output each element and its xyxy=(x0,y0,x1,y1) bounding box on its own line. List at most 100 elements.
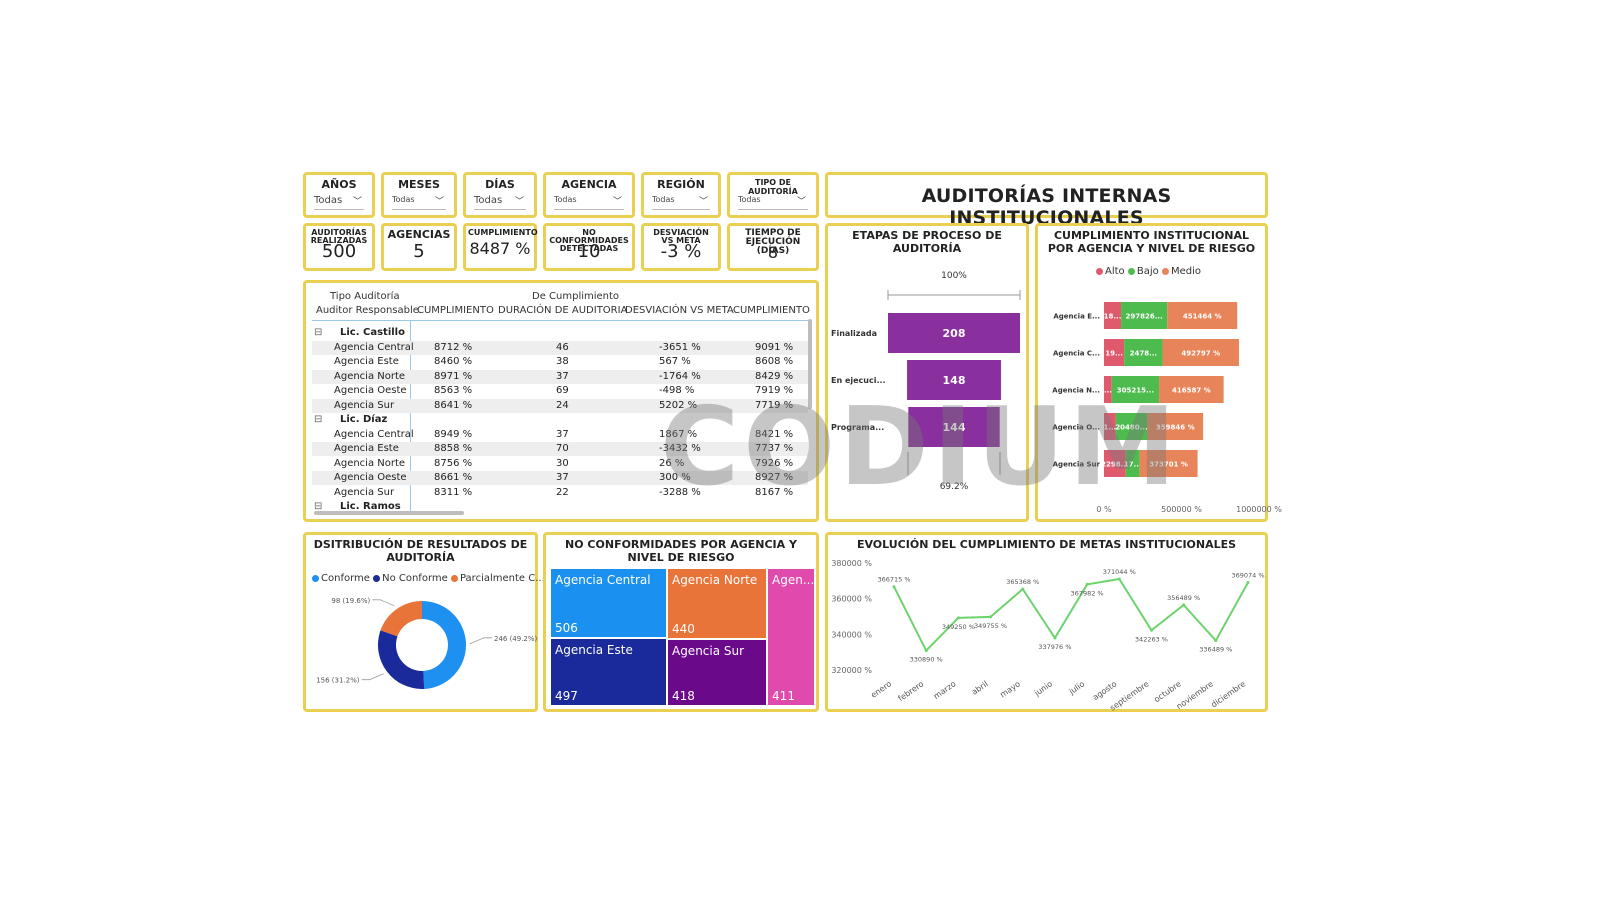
slicer-meses[interactable]: MESES Todas﹀ xyxy=(381,172,457,218)
legend-dot xyxy=(1127,267,1135,275)
column-header[interactable]: CUMPLIMIENTO xyxy=(733,305,810,316)
legend-item-medio[interactable]: Medio xyxy=(1161,266,1201,277)
line-point xyxy=(1246,580,1250,584)
line-point xyxy=(924,649,928,653)
cell-cumplimiento-2: 7719 % xyxy=(755,399,794,411)
cell-desviacion: -1764 % xyxy=(659,370,701,382)
table-group-row[interactable]: ⊟Lic. Castillo xyxy=(312,326,808,340)
x-tick-label: febrero xyxy=(897,679,926,703)
treemap-tile-label: Agencia Sur xyxy=(671,643,745,658)
column-header[interactable]: DURACIÓN DE AUDITORIA xyxy=(498,305,628,316)
cell-agency: Agencia Oeste xyxy=(334,385,407,396)
slicer-region[interactable]: REGIÓN Todas﹀ xyxy=(641,172,721,218)
cell-desviacion: 300 % xyxy=(659,472,691,483)
x-tick-label: agosto xyxy=(1091,679,1118,702)
cell-cumplimiento: 8311 % xyxy=(434,486,473,498)
treemap-tile-value: 411 xyxy=(772,689,795,703)
y-tick-label: 380000 % xyxy=(831,559,872,568)
column-header[interactable]: DESVIACIÓN VS META xyxy=(625,305,734,316)
donut-chart: 246 (49.2%)156 (31.2%)98 (19.6%) xyxy=(316,597,538,689)
legend-item-parcial[interactable]: Parcialmente C... xyxy=(450,573,545,584)
slicer-title: MESES xyxy=(398,178,440,191)
legend-item-no-conforme[interactable]: No Conforme xyxy=(373,573,448,584)
slicer-title: TIPO DE AUDITORÍA xyxy=(748,178,798,196)
horizontal-scrollbar[interactable] xyxy=(314,511,464,515)
bar-data-label: 1... xyxy=(1103,424,1116,432)
x-tick-label: marzo xyxy=(932,679,958,701)
funnel-bar xyxy=(907,360,1001,400)
treemap-tile[interactable]: Agen...411 xyxy=(768,569,814,705)
line-data-label: 349755 % xyxy=(974,622,1007,630)
cell-desviacion: 5202 % xyxy=(659,399,698,411)
cell-cumplimiento: 8661 % xyxy=(434,472,473,483)
line-series xyxy=(893,577,1249,653)
slicer-dropdown[interactable]: Todas﹀ xyxy=(314,195,364,210)
row-header-auditor: Auditor Responsable xyxy=(316,305,419,316)
table-group-row[interactable]: ⊟Lic. Ramos xyxy=(312,500,808,514)
funnel-category: Programa... xyxy=(831,423,884,432)
cell-duracion: 70 xyxy=(556,443,569,454)
line-point xyxy=(1149,628,1153,632)
slicer-dropdown[interactable]: Todas﹀ xyxy=(474,195,526,210)
slicer-dropdown[interactable]: Todas﹀ xyxy=(738,195,808,210)
line-data-label: 369074 % xyxy=(1231,571,1264,579)
bar-data-label: 18... xyxy=(1104,313,1122,321)
bar-category-label: Agencia E... xyxy=(1053,313,1100,321)
line-point xyxy=(1021,587,1025,591)
vertical-scrollbar[interactable] xyxy=(808,319,812,409)
line-data-label: 367982 % xyxy=(1071,589,1104,597)
x-tick-label: julio xyxy=(1067,679,1087,697)
collapse-icon[interactable]: ⊟ xyxy=(314,327,323,338)
cell-cumplimiento: 8858 % xyxy=(434,443,473,454)
donut-data-label: 246 (49.2%) xyxy=(494,635,538,643)
chevron-down-icon: ﹀ xyxy=(612,197,622,207)
donut-slice xyxy=(378,630,425,689)
bar-segment xyxy=(1147,413,1204,440)
slicer-agencia[interactable]: AGENCIA Todas﹀ xyxy=(543,172,635,218)
cell-cumplimiento-2: 9091 % xyxy=(755,341,794,353)
column-header[interactable]: CUMPLIMIENTO xyxy=(417,305,494,316)
slicer-dias[interactable]: DÍAS Todas﹀ xyxy=(463,172,537,218)
legend-item-bajo[interactable]: Bajo xyxy=(1127,266,1159,277)
y-tick-label: 360000 % xyxy=(831,595,872,604)
kpi-title: AGENCIAS xyxy=(387,228,451,241)
cell-cumplimiento-2: 7919 % xyxy=(755,385,794,396)
slicer-tipo-auditoria[interactable]: TIPO DE AUDITORÍA Todas﹀ xyxy=(727,172,819,218)
collapse-icon[interactable]: ⊟ xyxy=(314,414,323,425)
kpi-auditorias-realizadas: AUDITORÍAS REALIZADAS 500 xyxy=(303,223,375,271)
x-tick-label: 0 % xyxy=(1096,505,1112,514)
collapse-icon[interactable]: ⊟ xyxy=(314,501,323,512)
cell-duracion: 30 xyxy=(556,457,569,469)
legend-dot xyxy=(373,574,381,582)
slicer-anos[interactable]: AÑOS Todas﹀ xyxy=(303,172,375,218)
bar-segment xyxy=(1139,450,1198,477)
cell-duracion: 24 xyxy=(556,399,569,411)
cell-agency: Agencia Este xyxy=(334,443,399,454)
line-point xyxy=(1117,577,1121,581)
line-data-label: 336489 % xyxy=(1199,646,1232,654)
legend-item-alto[interactable]: Alto xyxy=(1096,266,1125,277)
cell-duracion: 38 xyxy=(556,356,569,367)
legend-item-conforme[interactable]: Conforme xyxy=(312,573,370,584)
table-group-row[interactable]: ⊟Lic. Díaz xyxy=(312,413,808,427)
slicer-dropdown[interactable]: Todas﹀ xyxy=(652,195,710,210)
slicer-dropdown[interactable]: Todas﹀ xyxy=(392,195,446,210)
funnel-value: 208 xyxy=(943,327,966,340)
slicer-dropdown[interactable]: Todas﹀ xyxy=(554,195,624,210)
line-point xyxy=(956,616,960,620)
